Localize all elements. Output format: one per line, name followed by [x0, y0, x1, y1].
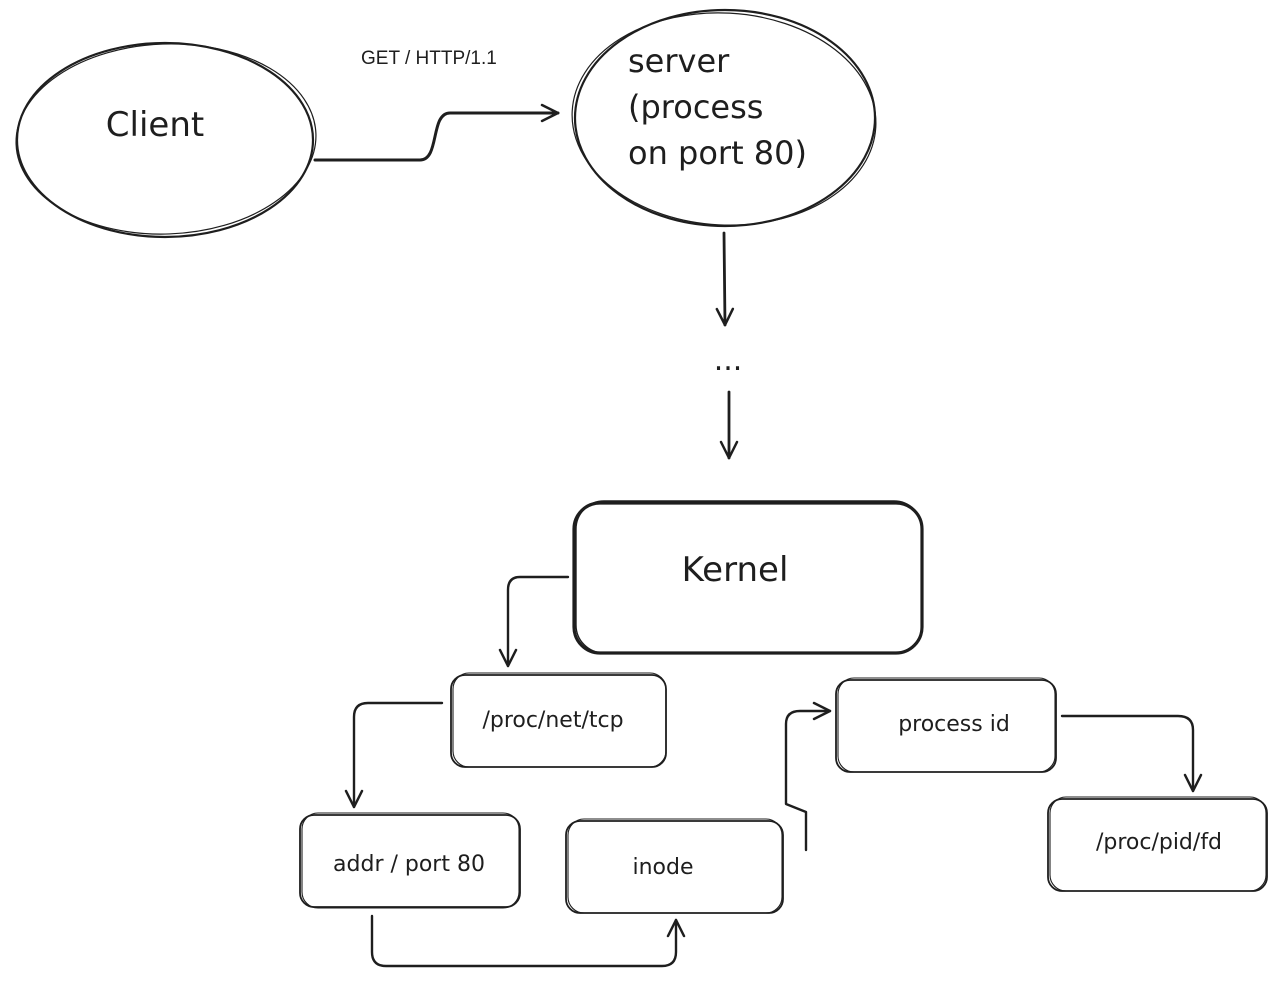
- edge-proc-net-tcp-to-addr-port: [344, 701, 444, 809]
- client-ellipse-sketch: [15, 43, 317, 235]
- inode-label: inode: [632, 855, 693, 880]
- proc-pid-fd-box-sketch: [1049, 796, 1267, 892]
- addr-port-box-sketch: [301, 812, 520, 909]
- addr-port-box: [299, 814, 521, 908]
- inode-box-sketch: [567, 818, 783, 914]
- proc-pid-fd-label: /proc/pid/fd: [1096, 830, 1222, 855]
- edge-client-to-server[interactable]: GET / HTTP/1.1: [313, 48, 560, 162]
- kernel-label: Kernel: [682, 550, 789, 590]
- inode-node[interactable]: inode: [565, 818, 784, 914]
- kernel-node[interactable]: Kernel: [572, 500, 924, 655]
- kernel-box-sketch: [575, 500, 923, 654]
- server-node[interactable]: server (process on port 80): [567, 5, 882, 233]
- proc-net-tcp-label: /proc/net/tcp: [482, 708, 623, 733]
- edge-client-to-server-line: [313, 103, 560, 162]
- edge-inode-to-process-id: [784, 701, 832, 852]
- client-ellipse: [15, 41, 315, 239]
- process-id-node[interactable]: process id: [835, 677, 1057, 773]
- proc-net-tcp-box-sketch: [452, 672, 667, 768]
- process-id-label: process id: [898, 712, 1010, 737]
- addr-port-label: addr / port 80: [333, 852, 485, 877]
- edge-client-to-server-label: GET / HTTP/1.1: [361, 48, 497, 69]
- server-ellipse: [573, 8, 877, 228]
- edge-kernel-to-proc-net-tcp: [498, 575, 570, 668]
- client-label: Client: [106, 105, 204, 145]
- edge-addr-port-to-inode: [370, 914, 686, 968]
- addr-port-node[interactable]: addr / port 80: [299, 812, 521, 909]
- server-ellipse-sketch: [571, 12, 877, 226]
- proc-pid-fd-node[interactable]: /proc/pid/fd: [1047, 796, 1268, 892]
- server-label-line-3: on port 80): [628, 134, 807, 172]
- edge-server-to-ellipsis: [715, 231, 735, 327]
- server-label-line-1: server: [628, 42, 730, 80]
- ellipsis-label: ...: [714, 343, 743, 378]
- process-id-box-sketch: [837, 677, 1056, 773]
- edge-process-id-to-proc-pid-fd: [1060, 714, 1203, 793]
- proc-net-tcp-node[interactable]: /proc/net/tcp: [450, 672, 667, 768]
- client-node[interactable]: Client: [13, 39, 319, 239]
- server-label-line-2: (process: [628, 88, 763, 126]
